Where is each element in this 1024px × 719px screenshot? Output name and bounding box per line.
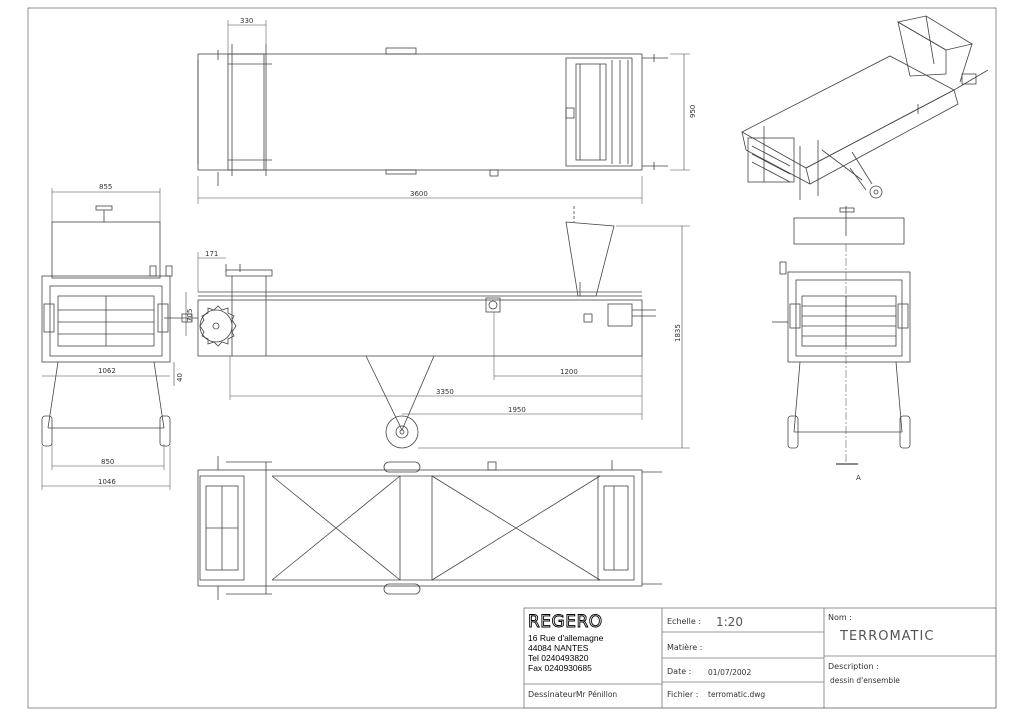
dim-1062: 1062 [98, 367, 116, 375]
dim-1046: 1046 [98, 478, 116, 486]
dim-705: 705 [186, 309, 194, 322]
fichier-label: Fichier : [667, 690, 698, 699]
description-label: Description : [828, 662, 879, 671]
echelle-label: Echelle : [667, 617, 701, 626]
top-view: 330 950 3600 [197, 17, 697, 204]
matiere-label: Matière : [667, 642, 702, 652]
designer-label: Dessinateur: [528, 690, 579, 699]
dim-1950: 1950 [508, 406, 526, 414]
date-label: Date : [667, 667, 691, 676]
dim-950: 950 [689, 105, 697, 118]
nom-value: TERROMATIC [839, 629, 934, 644]
company-address-line1: 16 Rue d'allemagne [528, 633, 604, 643]
nom-label: Nom : [828, 613, 852, 622]
company-logo: REGERO [528, 612, 603, 632]
company-tel: Tel 0240493820 [528, 653, 589, 663]
section-label-a: A [856, 474, 861, 482]
dim-3600: 3600 [410, 190, 428, 198]
right-end-view: A [772, 206, 911, 482]
dim-1835: 1835 [674, 324, 682, 342]
echelle-value: 1:20 [716, 615, 743, 629]
dim-3350: 3350 [436, 388, 454, 396]
description-value: dessin d'ensemble [830, 676, 900, 685]
dim-850: 850 [101, 458, 114, 466]
fichier-value: terromatic.dwg [708, 690, 765, 699]
left-end-view: 855 1062 850 1046 40 [41, 183, 184, 490]
date-value: 01/07/2002 [708, 668, 751, 677]
dim-40: 40 [176, 373, 184, 382]
designer-value: Mr Pénillon [576, 690, 617, 699]
sheet-border [27, 7, 997, 709]
dim-1200: 1200 [560, 368, 578, 376]
company-fax: Fax 0240930685 [528, 663, 592, 673]
isometric-view [741, 15, 989, 200]
side-view: 171 705 1200 3350 1950 1835 [164, 206, 690, 449]
dim-330: 330 [240, 17, 253, 25]
bottom-view [197, 456, 662, 600]
title-block [523, 607, 997, 709]
dim-855: 855 [99, 183, 112, 191]
dim-171: 171 [205, 250, 218, 258]
company-address-line2: 44084 NANTES [528, 643, 589, 653]
